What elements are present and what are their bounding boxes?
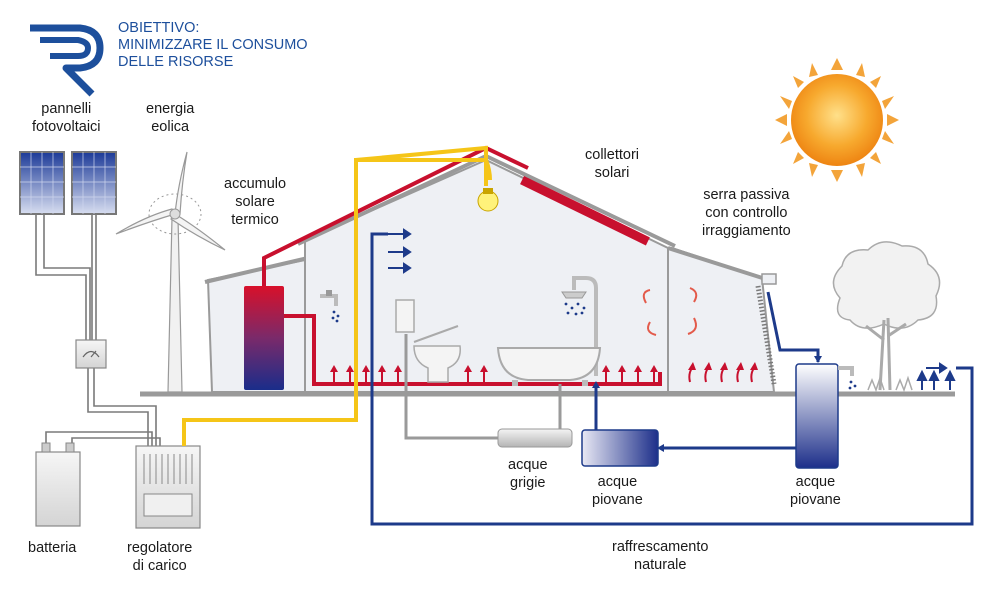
charge-controller-icon: [135, 445, 201, 529]
grey-water-tank: [497, 428, 573, 448]
heat-pipes: [262, 145, 662, 386]
header-line-2: MINIMIZZARE IL CONSUMO: [118, 37, 308, 53]
faucet-icon: [320, 290, 340, 323]
label-battery: batteria: [28, 540, 77, 556]
thermal-storage-tank: [244, 286, 284, 390]
header-line-1: OBIETTIVO:: [118, 20, 200, 36]
rainwater-tank-small: [581, 429, 659, 467]
meter-icon: [75, 339, 107, 369]
header-title: OBIETTIVO: MINIMIZZARE IL CONSUMO DELLE …: [118, 20, 308, 71]
solar-collector: [520, 176, 650, 246]
label-thermal-storage: accumulo solare termico: [224, 176, 287, 228]
label-photovoltaic-panels: pannelli fotovoltaici: [32, 101, 101, 135]
logo-r-icon: [30, 24, 104, 97]
electrical-wiring: [35, 214, 161, 446]
cooling-air-arrows: [388, 228, 412, 274]
label-grey-water: acque grigie: [508, 457, 548, 491]
light-bulb-icon: [477, 188, 499, 212]
tree-icon: [832, 241, 941, 393]
shower-icon: [561, 276, 598, 376]
toilet-icon: [395, 299, 461, 383]
sun-icon: [775, 58, 899, 182]
label-solar-collectors: collettori solari: [585, 147, 639, 181]
house-greenhouse: [667, 246, 777, 393]
rainwater-tank-large: [795, 363, 839, 469]
label-wind-energy: energia eolica: [146, 101, 195, 135]
label-passive-greenhouse: serra passiva con controllo irraggiament…: [702, 187, 791, 239]
label-charge-controller: regolatore di carico: [127, 540, 193, 574]
wind-turbine-icon: [115, 151, 226, 393]
header-line-3: DELLE RISORSE: [118, 54, 234, 70]
label-natural-cooling: raffrescamento naturale: [612, 539, 709, 573]
battery-icon: [35, 442, 81, 527]
air-circulation-icon: [642, 287, 698, 336]
heating-arrows: [330, 362, 758, 384]
solar-panel-icon: [19, 151, 117, 215]
grey-water-pipes: [404, 334, 562, 440]
garden-faucet-icon: [838, 366, 857, 390]
outdoor-air-arrows: [916, 362, 956, 390]
bathtub-icon: [496, 347, 602, 386]
label-rainwater-large: acque piovane: [790, 474, 841, 508]
label-rainwater-small: acque piovane: [592, 474, 643, 508]
